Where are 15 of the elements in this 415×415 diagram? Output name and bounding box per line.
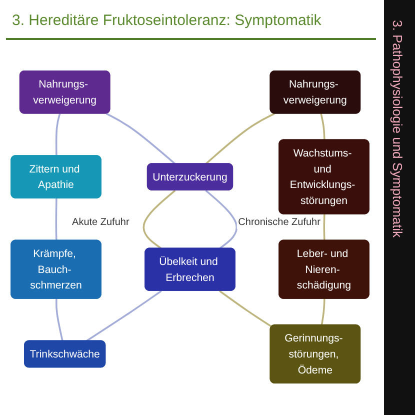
connector bbox=[205, 190, 238, 250]
connector bbox=[106, 112, 176, 165]
section-label: 3. Pathophysiologie und Symptomatik bbox=[390, 20, 405, 238]
connector bbox=[323, 214, 326, 241]
connector bbox=[55, 113, 61, 156]
connector bbox=[205, 112, 275, 165]
connector bbox=[55, 198, 58, 241]
connector bbox=[55, 298, 64, 342]
zone-label: Chronische Zufuhr bbox=[237, 217, 322, 230]
connector bbox=[320, 298, 326, 326]
connector bbox=[86, 290, 162, 342]
connector bbox=[219, 290, 272, 328]
connector bbox=[320, 114, 326, 140]
slide-title: 3. Hereditäre Fruktoseintoleranz: Symptomatik bbox=[12, 12, 322, 30]
connector bbox=[142, 190, 176, 250]
